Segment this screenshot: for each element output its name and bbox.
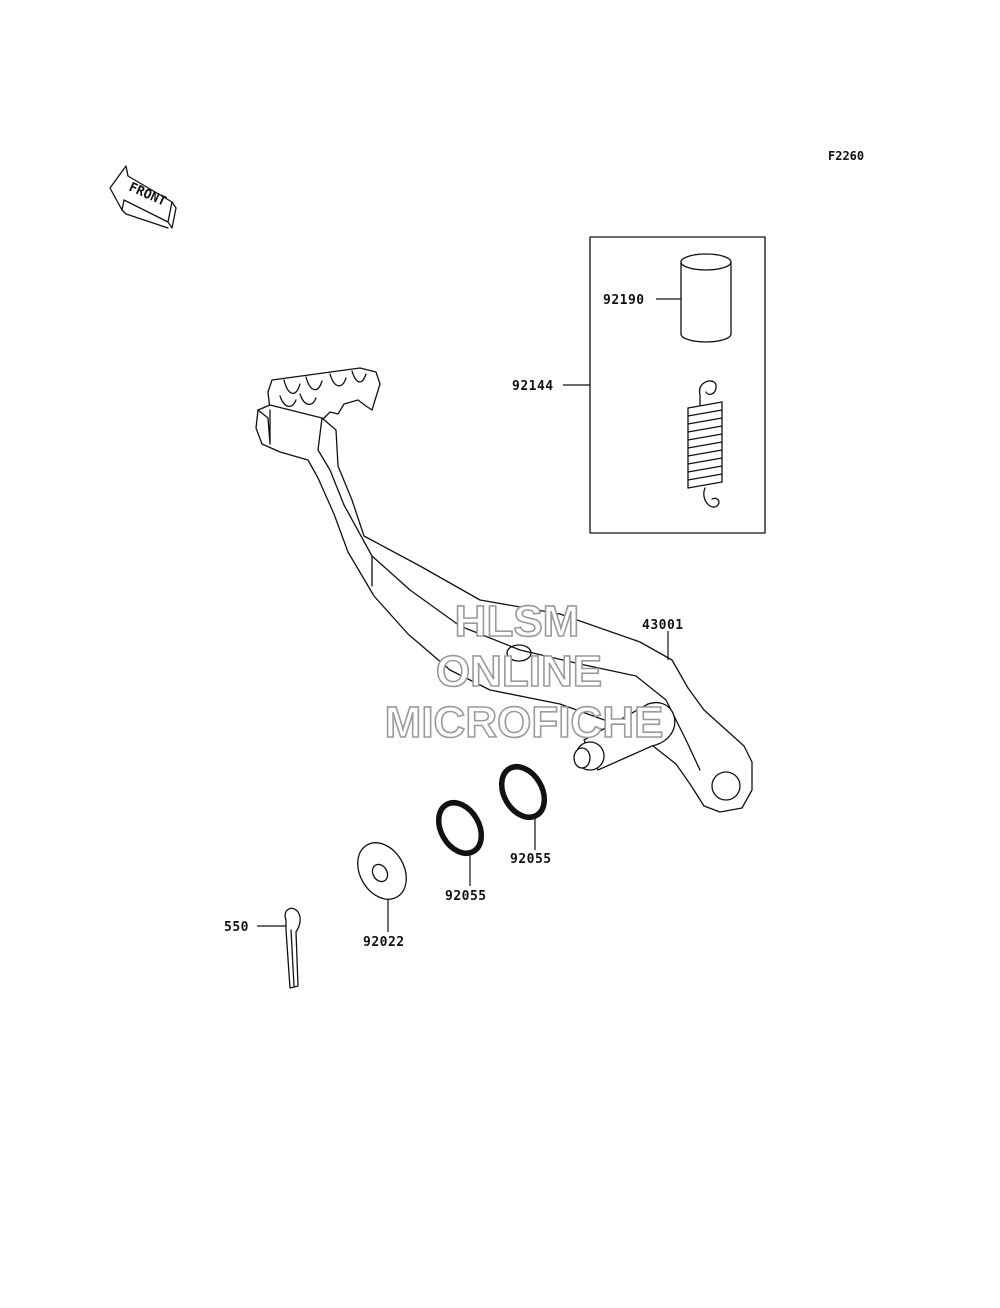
part-label-550: 550 bbox=[224, 920, 249, 935]
cotter-pin-icon bbox=[284, 907, 301, 989]
washer-92022 bbox=[357, 842, 407, 900]
part-label-43001: 43001 bbox=[642, 618, 684, 633]
kit-box bbox=[589, 236, 766, 534]
o-ring-92055-upper bbox=[498, 764, 548, 820]
part-label-92055-lower: 92055 bbox=[445, 889, 487, 904]
watermark-line-3: MICROFICHE bbox=[385, 698, 664, 747]
part-label-92144: 92144 bbox=[512, 379, 554, 394]
spring-icon bbox=[687, 380, 723, 508]
o-ring-92055-lower bbox=[435, 800, 485, 856]
front-arrow-icon: FRONT bbox=[109, 165, 177, 229]
bushing-92190 bbox=[680, 253, 732, 343]
part-label-92190: 92190 bbox=[603, 293, 645, 308]
part-label-92022: 92022 bbox=[363, 935, 405, 950]
part-label-92055-upper: 92055 bbox=[510, 852, 552, 867]
figure-code: F2260 bbox=[828, 149, 864, 163]
watermark-line-1: HLSM bbox=[455, 597, 580, 646]
watermark: HLSM ONLINE MICROFICHE bbox=[384, 596, 664, 748]
brake-pedal-43001 bbox=[255, 367, 753, 813]
watermark-line-2: ONLINE bbox=[436, 647, 602, 696]
